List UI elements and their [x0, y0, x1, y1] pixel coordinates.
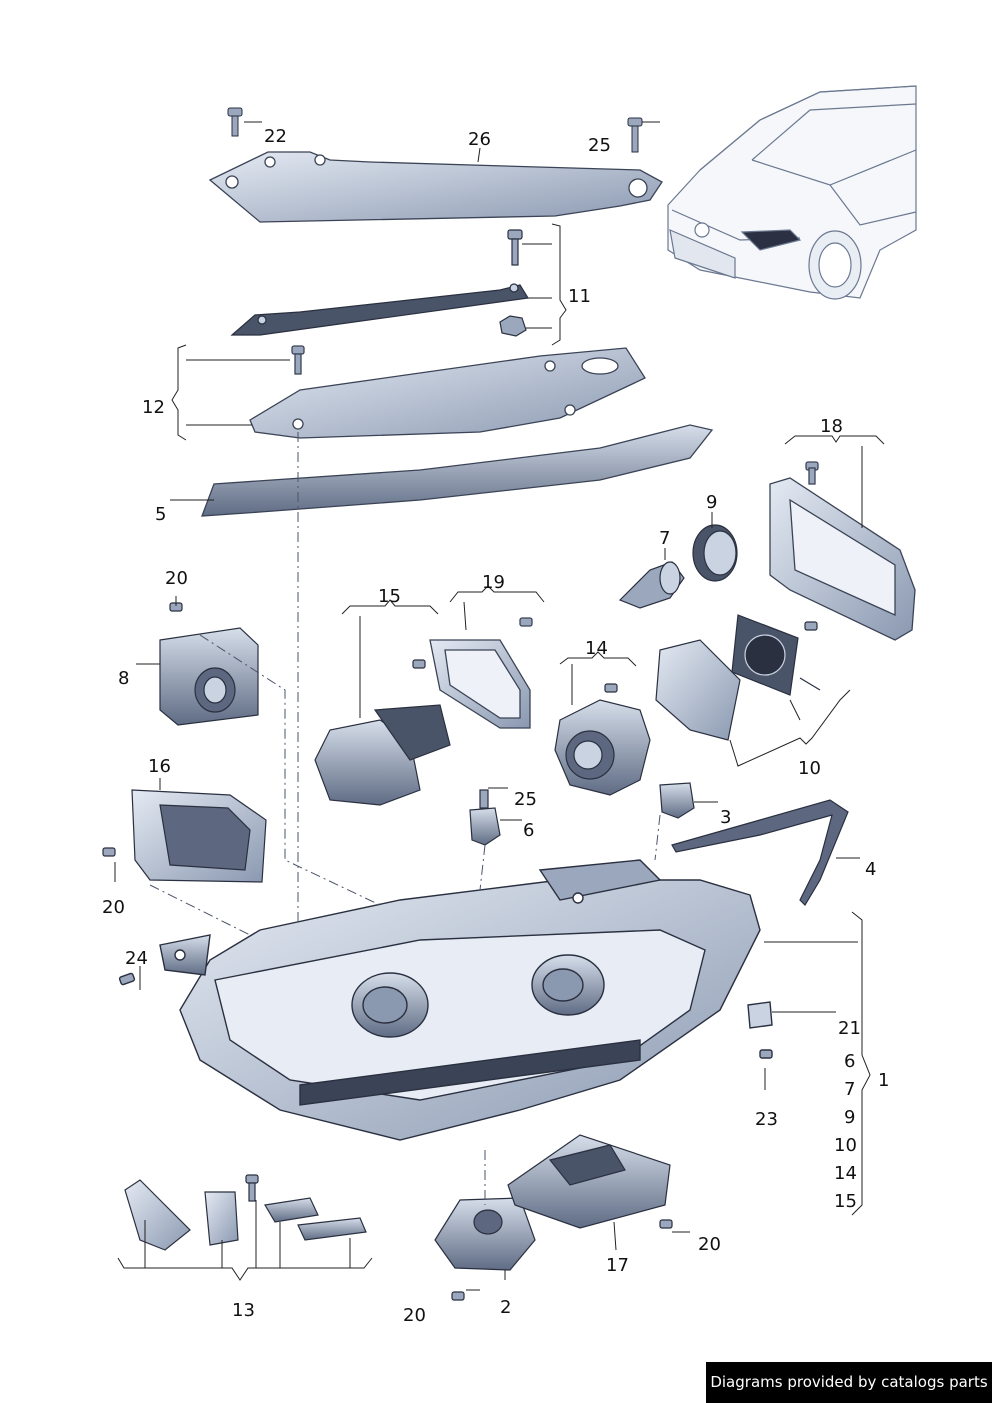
callout-6-list: 6: [844, 1051, 856, 1072]
callout-9: 9: [706, 492, 718, 513]
callout-24: 24: [125, 948, 148, 969]
callout-6-mid: 6: [523, 820, 535, 841]
callout-11: 11: [568, 286, 591, 307]
callout-20-upper: 20: [165, 568, 188, 589]
callout-10-list: 10: [834, 1135, 857, 1156]
callout-13: 13: [232, 1300, 255, 1321]
credit-banner: Diagrams provided by catalogs parts: [706, 1362, 992, 1403]
part-12-cover: [249, 345, 646, 439]
screw-22: [227, 107, 243, 137]
callout-3: 3: [720, 807, 732, 828]
part-3-socket: [659, 782, 695, 819]
callout-21: 21: [838, 1018, 861, 1039]
callout-20-right: 20: [698, 1234, 721, 1255]
part-2-igniter: [434, 1197, 536, 1301]
callout-14: 14: [585, 638, 608, 659]
callout-18: 18: [820, 416, 843, 437]
part-11-strip: [230, 229, 529, 337]
callout-25-mid: 25: [514, 789, 537, 810]
callout-20-left: 20: [102, 897, 125, 918]
callout-4: 4: [865, 859, 877, 880]
callout-10: 10: [798, 758, 821, 779]
part-1-headlamp: [118, 859, 773, 1141]
part-13-brackets: [124, 1174, 367, 1251]
callout-12: 12: [142, 397, 165, 418]
part-7-bulb: [618, 561, 685, 609]
callout-9-list: 9: [844, 1107, 856, 1128]
callout-22: 22: [264, 126, 287, 147]
callout-16: 16: [148, 756, 171, 777]
alignment-lines: [149, 432, 661, 1205]
leader-lines: [114, 121, 885, 1291]
callout-20-bottom: 20: [403, 1305, 426, 1326]
part-17-ballast: [507, 1134, 673, 1229]
part-5-trim: [201, 424, 714, 517]
part-4-seal: [671, 799, 849, 906]
callout-8: 8: [118, 668, 130, 689]
callout-7-list: 7: [844, 1079, 856, 1100]
part-6-socket: [469, 789, 501, 846]
part-14-projector: [554, 683, 651, 796]
part-26-bracket: [208, 151, 663, 223]
screw-25-top: [627, 117, 643, 153]
callout-15-list: 15: [834, 1191, 857, 1212]
callout-2: 2: [500, 1297, 512, 1318]
part-8-control-unit: [159, 602, 259, 726]
callout-15: 15: [378, 586, 401, 607]
callout-5: 5: [155, 504, 167, 525]
callout-26: 26: [468, 129, 491, 150]
callout-25-top: 25: [588, 135, 611, 156]
part-19-gasket: [429, 617, 533, 729]
part-16-housing: [102, 789, 267, 883]
callout-23: 23: [755, 1109, 778, 1130]
part-10-fan-assembly: [655, 614, 821, 741]
callout-19: 19: [482, 572, 505, 593]
part-9-ring: [692, 524, 738, 582]
callout-7: 7: [659, 528, 671, 549]
callout-17: 17: [606, 1255, 629, 1276]
callout-14-list: 14: [834, 1163, 857, 1184]
part-15-control-module: [314, 659, 451, 806]
callout-1: 1: [878, 1070, 890, 1091]
car-illustration: [667, 85, 917, 300]
part-18-frame: [769, 461, 916, 641]
